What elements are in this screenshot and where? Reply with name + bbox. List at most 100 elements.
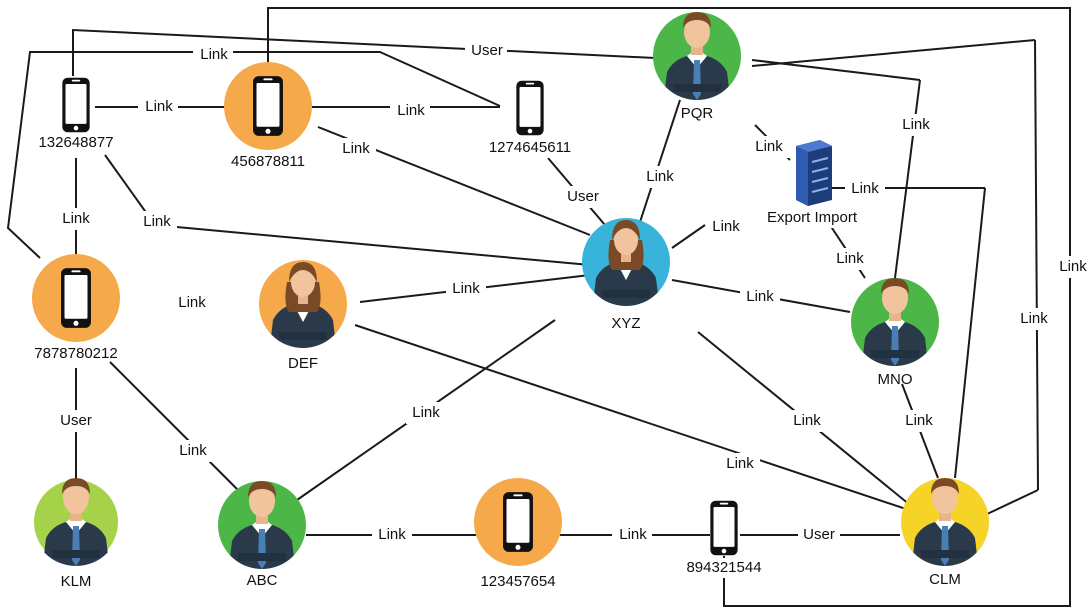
edge-label: Link — [193, 44, 233, 66]
svg-text:Link: Link — [746, 288, 774, 305]
edge-pqr-mno-b — [894, 79, 921, 279]
svg-text:Link: Link — [712, 218, 740, 235]
edge-label: User — [798, 524, 840, 546]
node-mno[interactable]: MNO — [851, 278, 939, 388]
svg-text:PQR: PQR — [681, 105, 714, 122]
svg-text:XYZ: XYZ — [611, 315, 640, 332]
svg-text:Link: Link — [836, 250, 864, 267]
node-132648877[interactable]: 132648877 — [31, 77, 121, 153]
edge-132648877-xyz-b — [154, 224, 591, 266]
svg-text:User: User — [60, 412, 92, 429]
svg-text:Link: Link — [145, 98, 173, 115]
phone-icon — [253, 76, 283, 136]
node-894321544[interactable]: 894321544 — [682, 500, 766, 578]
node-export-import[interactable]: Export Import — [762, 140, 858, 228]
edge-7878780212-to-1274645611 — [6, 51, 501, 259]
edge-label: Link — [1014, 308, 1054, 330]
edge-label: User — [562, 186, 604, 208]
edge-label: Link — [172, 440, 212, 462]
svg-text:Link: Link — [619, 526, 647, 543]
edge-label: Link — [706, 216, 746, 238]
floating-label: Link — [178, 294, 206, 311]
edge-label: Link — [336, 138, 376, 160]
edge-132648877-pqr-top — [72, 28, 656, 76]
node-7878780212[interactable]: 7878780212 — [32, 254, 120, 362]
edge-label: Link — [899, 410, 939, 432]
edge-pqr-clm-c — [984, 489, 1039, 516]
svg-text:894321544: 894321544 — [686, 559, 761, 576]
edge-label: Link — [740, 286, 780, 308]
edge-pqr-clm-b — [1034, 39, 1039, 491]
svg-text:ABC: ABC — [247, 572, 278, 589]
node-clm[interactable]: CLM — [901, 478, 989, 588]
server-icon — [796, 140, 832, 206]
edge-label: Link — [137, 211, 177, 233]
edge-label: Link — [1052, 256, 1092, 278]
svg-text:Link: Link — [905, 412, 933, 429]
svg-text:Link: Link — [412, 404, 440, 421]
edge-frame-outer — [267, 7, 1071, 607]
edge-pqr-clm — [751, 39, 1036, 67]
svg-text:Link: Link — [143, 213, 171, 230]
node-pqr[interactable]: PQR — [653, 12, 741, 122]
svg-text:Link: Link — [179, 442, 207, 459]
svg-text:123457654: 123457654 — [480, 573, 555, 590]
edge-label: User — [55, 410, 97, 432]
phone-icon — [710, 500, 738, 556]
edge-export-clm-b — [954, 187, 986, 479]
phone-icon — [62, 77, 90, 133]
edge-xyz-link-stub — [671, 224, 706, 249]
node-def[interactable]: DEF — [259, 260, 347, 372]
edge-label: User — [465, 40, 507, 62]
svg-text:DEF: DEF — [288, 355, 318, 372]
edge-label: Link — [787, 410, 827, 432]
svg-text:User: User — [567, 188, 599, 205]
phone-icon — [516, 80, 544, 136]
svg-text:Link: Link — [62, 210, 90, 227]
node-abc[interactable]: ABC — [218, 481, 306, 589]
svg-text:Link: Link — [902, 116, 930, 133]
svg-text:Link: Link — [726, 455, 754, 472]
svg-text:Link: Link — [851, 180, 879, 197]
svg-text:Link: Link — [452, 280, 480, 297]
edge-label: Link — [60, 208, 100, 230]
svg-text:Export Import: Export Import — [767, 209, 858, 226]
edge-pqr-xyz — [639, 99, 681, 223]
phone-icon — [503, 492, 533, 552]
node-1274645611[interactable]: 1274645611 — [484, 80, 576, 158]
edge-label: Link — [750, 136, 790, 158]
svg-text:Link: Link — [178, 294, 206, 311]
phone-icon — [61, 268, 91, 328]
node-456878811[interactable]: 456878811 — [224, 62, 312, 170]
edge-label: Link — [406, 402, 446, 424]
edge-label: Link — [720, 453, 760, 475]
svg-text:CLM: CLM — [929, 571, 961, 588]
svg-text:KLM: KLM — [61, 573, 92, 590]
svg-text:Link: Link — [755, 138, 783, 155]
edge-label: Link — [138, 96, 178, 118]
svg-text:Link: Link — [793, 412, 821, 429]
svg-text:User: User — [471, 42, 503, 59]
edge-label: Link — [845, 178, 885, 200]
svg-text:User: User — [803, 526, 835, 543]
svg-text:Link: Link — [1020, 310, 1048, 327]
node-xyz[interactable]: XYZ — [582, 218, 670, 332]
edge-label: Link — [612, 524, 652, 546]
svg-text:MNO: MNO — [878, 371, 913, 388]
node-klm[interactable]: KLM — [34, 478, 118, 592]
edge-label: Link — [640, 166, 680, 188]
node-123457654[interactable]: 123457654 — [474, 478, 562, 590]
svg-text:132648877: 132648877 — [38, 134, 113, 151]
edge-label: Link — [446, 278, 486, 300]
svg-text:1274645611: 1274645611 — [489, 139, 571, 156]
svg-text:Link: Link — [378, 526, 406, 543]
edge-label: Link — [390, 100, 430, 122]
svg-text:Link: Link — [397, 102, 425, 119]
svg-text:Link: Link — [342, 140, 370, 157]
edge-def-clm — [354, 324, 916, 513]
edge-7878780212-abc — [109, 361, 239, 491]
svg-text:7878780212: 7878780212 — [34, 345, 117, 362]
svg-text:Link: Link — [200, 46, 228, 63]
svg-text:Link: Link — [1059, 258, 1087, 275]
